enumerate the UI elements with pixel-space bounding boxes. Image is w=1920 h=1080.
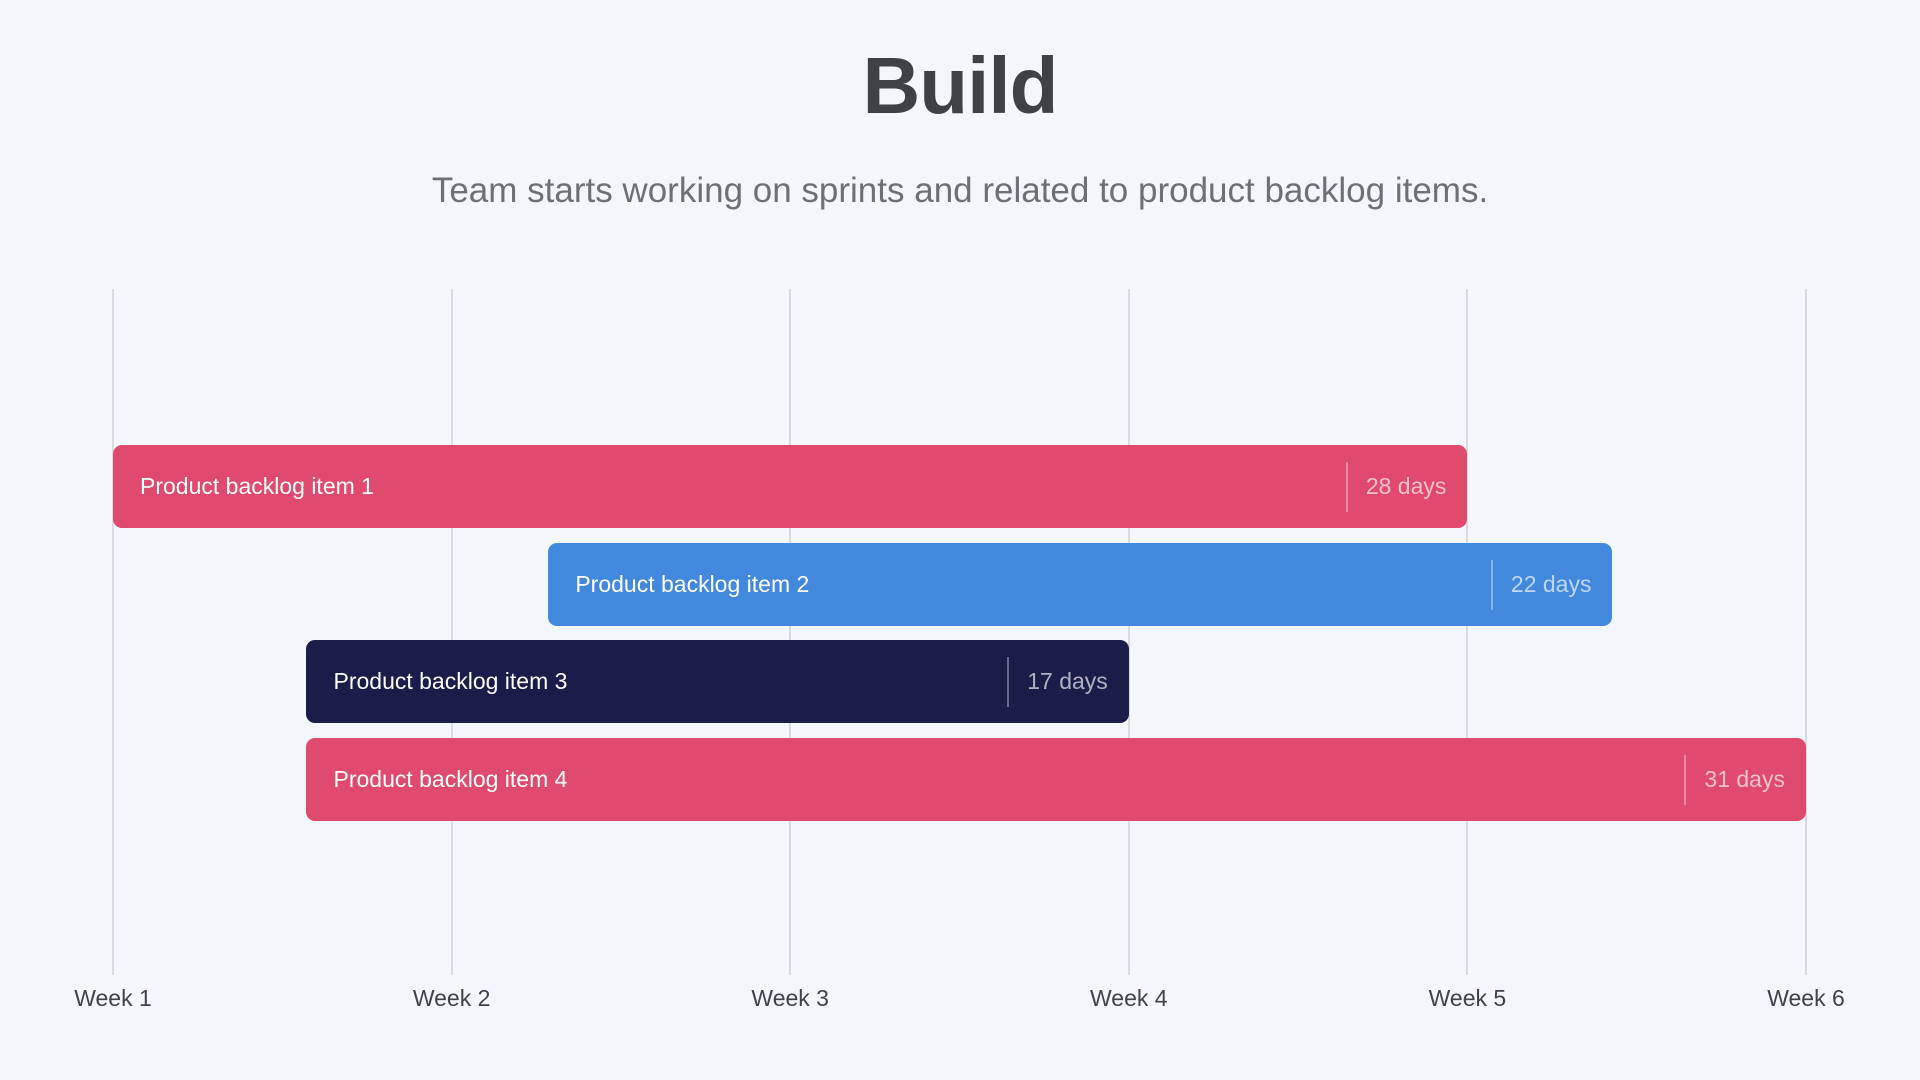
week-axis-label: Week 6 (1767, 985, 1845, 1011)
bar-duration-label: 31 days (1704, 766, 1785, 792)
gantt-bar[interactable]: Product backlog item 4 31 days (306, 738, 1806, 821)
week-axis-label: Week 3 (751, 985, 829, 1011)
bar-duration-label: 28 days (1365, 473, 1447, 499)
bar-duration-label: 22 days (1510, 571, 1592, 597)
gridline (1805, 289, 1807, 975)
gantt-bar[interactable]: Product backlog item 3 17 days (306, 640, 1129, 723)
bar-task-label: Product backlog item 1 (140, 473, 374, 499)
week-axis-label: Week 2 (412, 985, 491, 1011)
bar-duration-label: 17 days (1027, 668, 1108, 694)
gridline (450, 289, 453, 975)
bar-duration-divider (1007, 656, 1010, 707)
gridline (112, 289, 114, 975)
bar-task-label: Product backlog item 2 (575, 571, 810, 597)
week-axis-label: Week 4 (1090, 985, 1168, 1011)
week-axis-label: Week 5 (1428, 985, 1507, 1011)
gridline (1466, 289, 1469, 975)
gantt-bar[interactable]: Product backlog item 2 22 days (548, 543, 1613, 626)
week-axis: Week 1 Week 2 Week 3 Week 4 Week 5 Week 6 (74, 985, 1845, 1025)
page-subtitle: Team starts working on sprints and relat… (431, 171, 1489, 210)
gridline (789, 289, 792, 975)
gantt-bar[interactable]: Product backlog item 1 28 days (113, 445, 1468, 528)
bar-duration-divider (1684, 754, 1687, 805)
week-axis-label: Week 1 (74, 985, 152, 1011)
gridline (1127, 289, 1130, 975)
bar-duration-divider (1490, 559, 1493, 610)
bar-task-label: Product backlog item 3 (333, 668, 568, 694)
bar-task-label: Product backlog item 4 (333, 766, 568, 792)
bar-duration-divider (1345, 461, 1348, 512)
page-title: Build (862, 41, 1059, 130)
